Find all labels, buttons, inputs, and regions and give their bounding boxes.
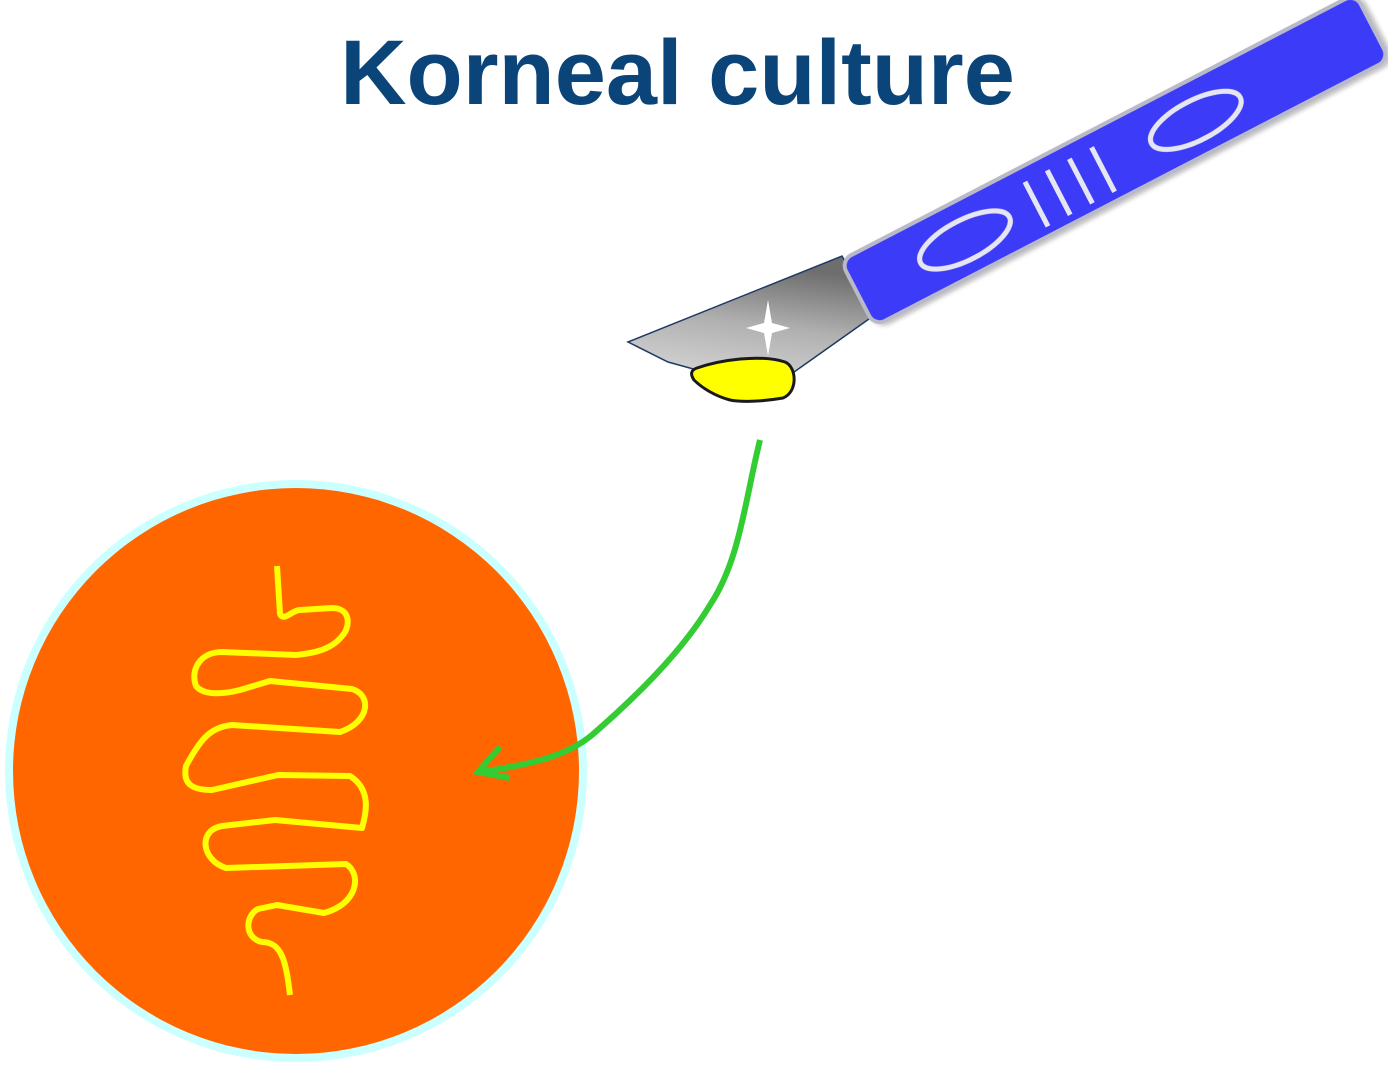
corneal-scraping — [692, 358, 795, 401]
scalpel-icon — [628, 0, 1388, 382]
scalpel-handle — [841, 0, 1388, 326]
